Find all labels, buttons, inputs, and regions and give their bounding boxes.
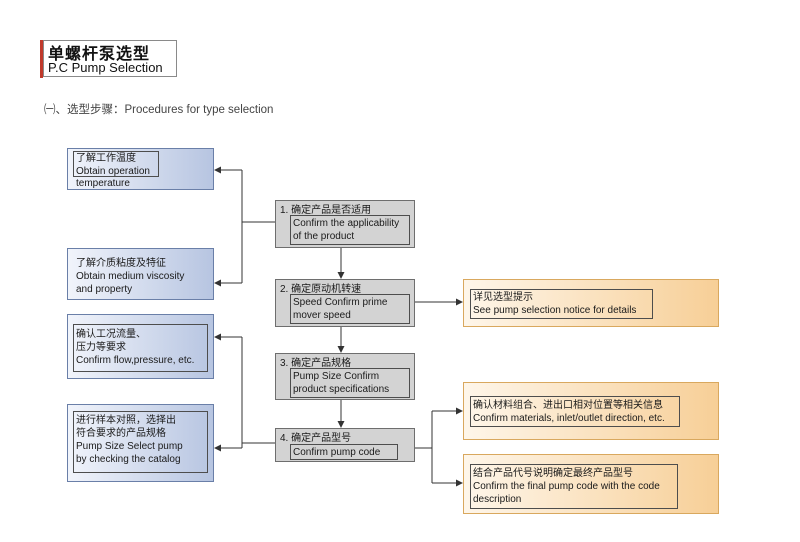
left-box-catalog: 进行样本对照，选择出 符合要求的产品规格 Pump Size Select pu… [67, 404, 214, 482]
step-4-line-1: Confirm pump code [293, 447, 381, 458]
step-4-inner [290, 444, 398, 460]
right-box-1-line-1: 详见选型提示 [473, 292, 533, 303]
title-accent-bar [40, 40, 43, 78]
step-3-label: 3. 确定产品规格 [280, 358, 352, 369]
right-box-3-line-3: description [473, 494, 522, 505]
step-2-line-1: Speed Confirm prime [293, 297, 388, 308]
left-box-1-line-1: 了解工作温度 [76, 153, 136, 164]
right-box-final-code: 结合产品代号说明确定最终产品型号 Confirm the final pump … [463, 454, 719, 514]
step-2-speed: 2. 确定原动机转速 Speed Confirm prime mover spe… [275, 279, 415, 327]
left-box-4-line-4: by checking the catalog [76, 454, 181, 465]
step-2-inner [290, 294, 410, 324]
step-3-line-1: Pump Size Confirm [293, 371, 380, 382]
right-box-notice-inner [470, 289, 653, 319]
step-3-size: 3. 确定产品规格 Pump Size Confirm product spec… [275, 353, 415, 400]
step-1-inner [290, 215, 410, 245]
left-box-temperature-inner [73, 151, 159, 177]
left-box-flow-inner [73, 324, 208, 372]
left-box-1-line-3: temperature [76, 178, 130, 189]
left-box-3-line-3: Confirm flow,pressure, etc. [76, 355, 195, 366]
page-title-cn: 单螺杆泵选型 [48, 46, 151, 63]
left-box-3-line-2: 压力等要求 [76, 342, 126, 353]
left-box-catalog-inner [73, 411, 208, 473]
step-1-applicability: 1. 确定产品是否适用 Confirm the applicability of… [275, 200, 415, 248]
left-box-flow-pressure: 确认工况流量、 压力等要求 Confirm flow,pressure, etc… [67, 314, 214, 379]
left-box-4-line-3: Pump Size Select pump [76, 441, 183, 452]
left-box-temperature: 了解工作温度 Obtain operation temperature [67, 148, 214, 190]
step-2-line-2: mover speed [293, 310, 351, 321]
left-box-4-line-1: 进行样本对照，选择出 [76, 415, 176, 426]
left-box-3-line-1: 确认工况流量、 [76, 329, 146, 340]
left-box-viscosity: 了解介质粘度及特征 Obtain medium viscosity and pr… [67, 248, 214, 300]
step-4-code: 4. 确定产品型号 Confirm pump code [275, 428, 415, 462]
step-2-label: 2. 确定原动机转速 [280, 284, 362, 295]
step-1-line-2: of the product [293, 231, 355, 242]
right-box-3-line-2: Confirm the final pump code with the cod… [473, 481, 660, 492]
right-box-1-line-2: See pump selection notice for details [473, 305, 637, 316]
right-box-final-inner [470, 464, 678, 509]
right-box-2-line-2: Confirm materials, inlet/outlet directio… [473, 413, 665, 424]
step-4-label: 4. 确定产品型号 [280, 433, 352, 444]
step-1-line-1: Confirm the applicability [293, 218, 400, 229]
right-box-materials: 确认材料组合、进出口相对位置等相关信息 Confirm materials, i… [463, 382, 719, 440]
page-title-en: P.C Pump Selection [48, 60, 163, 75]
step-3-inner [290, 368, 410, 398]
right-box-2-line-1: 确认材料组合、进出口相对位置等相关信息 [473, 400, 663, 411]
left-box-2-line-1: 了解介质粘度及特征 [76, 258, 166, 269]
right-box-materials-inner [470, 396, 680, 427]
left-box-2-line-3: and property [76, 284, 133, 295]
step-1-label: 1. 确定产品是否适用 [280, 205, 372, 216]
right-box-notice: 详见选型提示 See pump selection notice for det… [463, 279, 719, 327]
left-box-4-line-2: 符合要求的产品规格 [76, 428, 166, 439]
step-3-line-2: product specifications [293, 384, 390, 395]
procedure-heading: ㈠、选型步骤：Procedures for type selection [44, 104, 274, 116]
title-frame [43, 40, 177, 77]
left-box-1-line-2: Obtain operation [76, 166, 150, 177]
right-box-3-line-1: 结合产品代号说明确定最终产品型号 [473, 468, 633, 479]
left-box-2-line-2: Obtain medium viscosity [76, 271, 185, 282]
